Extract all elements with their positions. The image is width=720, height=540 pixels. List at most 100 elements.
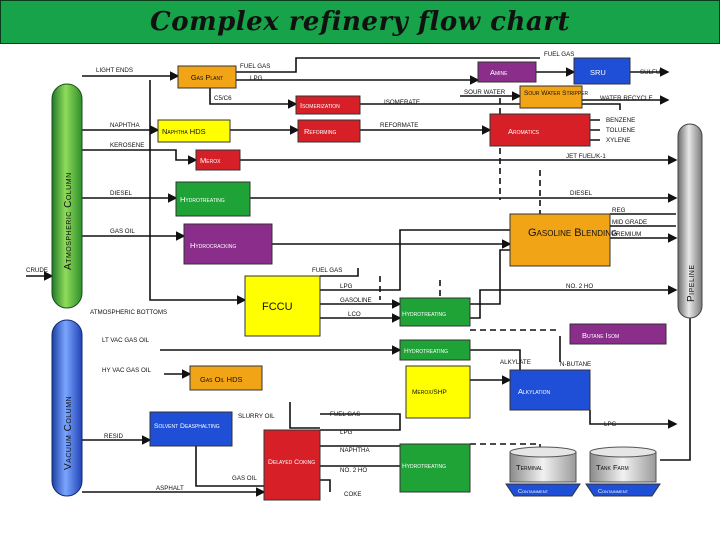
pipeline-label: Pipeline — [686, 264, 697, 302]
svg-text:Lt Vac Gas Oil: Lt Vac Gas Oil — [102, 337, 150, 344]
title-bar: Complex refinery flow chart — [0, 0, 720, 44]
svg-text:Benzene: Benzene — [606, 117, 635, 124]
svg-text:LPG: LPG — [604, 421, 617, 428]
svg-text:Kerosene: Kerosene — [110, 142, 144, 149]
svg-text:Toluene: Toluene — [606, 127, 635, 134]
svg-text:LPG: LPG — [340, 283, 353, 290]
svg-text:Gasoline Blending: Gasoline Blending — [528, 227, 617, 239]
unit-hydrotreating-gasoline: Hydrotreating — [399, 297, 471, 327]
unit-merox: Merox — [195, 149, 241, 171]
unit-gas-oil-hds: Gas Oil HDS — [189, 365, 263, 391]
svg-text:Asphalt: Asphalt — [156, 485, 184, 492]
tank-farm-tank: Tank Farm — [589, 446, 657, 483]
svg-text:Solvent Deasphalting: Solvent Deasphalting — [154, 423, 220, 430]
svg-text:Fuel Gas: Fuel Gas — [330, 411, 360, 418]
svg-text:N-Butane: N-Butane — [560, 361, 591, 368]
svg-text:Reg: Reg — [612, 207, 626, 214]
svg-text:Hydrotreating: Hydrotreating — [180, 195, 225, 204]
vacuum-column: Vacuum Column — [51, 319, 83, 497]
unit-butane-isom: Butane Isom — [569, 323, 667, 345]
unit-gasoline-blending: Gasoline Blending — [509, 213, 617, 267]
unit-sour-water-stripper: Sour Water Stripper — [519, 85, 589, 109]
svg-text:Hydrocracking: Hydrocracking — [190, 241, 236, 250]
svg-text:Reforming: Reforming — [304, 127, 336, 136]
containment-2: Containment — [585, 483, 661, 497]
svg-text:Gas Oil HDS: Gas Oil HDS — [200, 375, 243, 384]
svg-text:Naphtha: Naphtha — [340, 447, 370, 454]
svg-text:Containment: Containment — [598, 489, 629, 495]
unit-gas-plant: Gas Plant — [177, 65, 237, 89]
unit-sru: SRU — [573, 57, 631, 85]
unit-solvent-deasphalting: Solvent Deasphalting — [149, 411, 233, 447]
svg-text:Sour Water Stripper: Sour Water Stripper — [524, 90, 589, 97]
unit-merox-shp: Merox/SHP — [405, 365, 471, 419]
pipeline: Pipeline — [677, 123, 703, 319]
svg-text:Naphtha: Naphtha — [110, 122, 140, 129]
svg-text:Alkylate: Alkylate — [500, 359, 531, 366]
svg-text:Amine: Amine — [490, 68, 508, 77]
svg-text:Slurry Oil: Slurry Oil — [238, 413, 275, 420]
atmospheric-column-label: Atmospheric Column — [63, 172, 74, 270]
svg-text:Hydrotreating: Hydrotreating — [404, 348, 448, 355]
unit-isomerization: Isomerization — [295, 95, 361, 115]
svg-text:Coke: Coke — [344, 491, 362, 498]
svg-text:Butane Isom: Butane Isom — [582, 331, 619, 340]
svg-text:Resid: Resid — [104, 433, 123, 440]
svg-text:Premium: Premium — [612, 231, 641, 238]
svg-text:LPG: LPG — [250, 75, 263, 82]
unit-aromatics: Aromatics — [489, 113, 591, 147]
svg-text:Delayed Coking: Delayed Coking — [268, 459, 315, 466]
svg-text:Reformate: Reformate — [380, 122, 418, 129]
containment-1: Containment — [505, 483, 581, 497]
svg-text:Merox: Merox — [200, 156, 221, 165]
svg-text:Terminal: Terminal — [516, 463, 543, 472]
svg-text:FCCU: FCCU — [262, 301, 293, 313]
svg-text:Crude: Crude — [26, 267, 48, 274]
svg-text:Water Recycle: Water Recycle — [600, 95, 653, 102]
svg-text:Aromatics: Aromatics — [508, 127, 540, 136]
svg-text:Fuel Gas: Fuel Gas — [544, 51, 574, 58]
svg-text:Sulfur: Sulfur — [640, 69, 665, 76]
svg-text:Light Ends: Light Ends — [96, 67, 133, 74]
stream-labels: Light Ends Fuel Gas LPG C5/C6 Isomerate … — [26, 51, 665, 498]
atmospheric-column: Atmospheric Column — [51, 83, 83, 309]
unit-fccu: FCCU — [244, 275, 321, 337]
svg-text:Gas Oil: Gas Oil — [232, 475, 257, 482]
unit-hydrotreating-lco: Hydrotreating — [399, 339, 471, 361]
svg-text:Containment: Containment — [518, 489, 549, 495]
terminal-tank: Terminal — [509, 446, 577, 483]
svg-text:No. 2 HO: No. 2 HO — [340, 467, 367, 474]
svg-text:Hydrotreating: Hydrotreating — [402, 311, 446, 318]
svg-text:Hy Vac Gas Oil: Hy Vac Gas Oil — [102, 367, 152, 374]
page-title: Complex refinery flow chart — [150, 7, 570, 37]
svg-text:Xylene: Xylene — [606, 137, 630, 144]
svg-text:Naphtha HDS: Naphtha HDS — [162, 127, 206, 136]
unit-delayed-coking: Delayed Coking — [263, 429, 321, 501]
svg-text:C5/C6: C5/C6 — [214, 95, 232, 102]
svg-text:Hydrotreating: Hydrotreating — [402, 463, 446, 470]
svg-text:Tank Farm: Tank Farm — [596, 463, 629, 472]
unit-naphtha-hds: Naphtha HDS — [157, 119, 231, 143]
svg-text:Gas Oil: Gas Oil — [110, 228, 135, 235]
unit-amine: Amine — [477, 61, 537, 83]
svg-text:Gas Plant: Gas Plant — [191, 73, 223, 82]
unit-hydrotreating-naphtha: Hydrotreating — [399, 443, 471, 493]
unit-alkylation: Alkylation — [509, 369, 591, 411]
svg-text:Atmospheric Bottoms: Atmospheric Bottoms — [90, 309, 167, 316]
svg-text:Diesel: Diesel — [570, 190, 593, 197]
svg-text:Isomerization: Isomerization — [300, 101, 340, 110]
svg-text:Isomerate: Isomerate — [384, 99, 420, 106]
svg-text:Jet Fuel/K-1: Jet Fuel/K-1 — [566, 153, 606, 160]
svg-text:Mid Grade: Mid Grade — [612, 219, 647, 226]
svg-text:Fuel Gas: Fuel Gas — [240, 63, 270, 70]
flow-lines — [26, 57, 691, 497]
svg-text:Gasoline: Gasoline — [340, 297, 372, 304]
unit-hydrotreating-diesel: Hydrotreating — [175, 181, 251, 217]
svg-text:Diesel: Diesel — [110, 190, 133, 197]
svg-text:Sour Water: Sour Water — [464, 89, 506, 96]
svg-text:No. 2 HO: No. 2 HO — [566, 283, 593, 290]
vacuum-column-label: Vacuum Column — [63, 396, 74, 470]
svg-text:Fuel Gas: Fuel Gas — [312, 267, 342, 274]
svg-text:Alkylation: Alkylation — [518, 387, 551, 396]
